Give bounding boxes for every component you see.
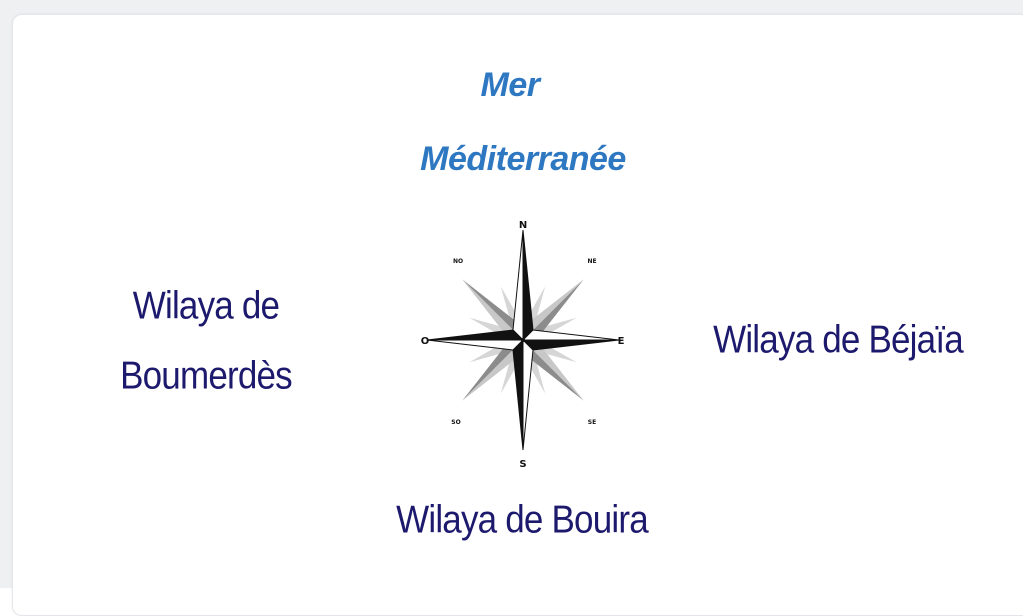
compass-rose-icon: N S E O NO NE SO SE xyxy=(421,220,625,470)
compass-label-nw: NO xyxy=(453,258,463,265)
sea-label-line2: Méditerranée xyxy=(420,140,626,178)
compass-label-s: S xyxy=(519,459,526,470)
compass-intercardinal-points xyxy=(462,279,584,401)
compass-label-o: O xyxy=(421,336,430,347)
compass-label-ne: NE xyxy=(587,258,596,265)
compass-label-sw: SO xyxy=(451,419,460,426)
sea-label-line1: Mer xyxy=(480,66,540,104)
west-province-label-line1: Wilaya de xyxy=(132,283,280,328)
west-province-label-line2: Boumerdès xyxy=(120,353,293,398)
compass-label-n: N xyxy=(519,220,527,231)
compass-label-e: E xyxy=(618,336,625,347)
south-province-label: Wilaya de Bouira xyxy=(396,497,649,542)
east-province-label: Wilaya de Béjaïa xyxy=(713,317,964,362)
compass-label-se: SE xyxy=(588,419,596,426)
compass-cardinal-points xyxy=(426,229,620,451)
